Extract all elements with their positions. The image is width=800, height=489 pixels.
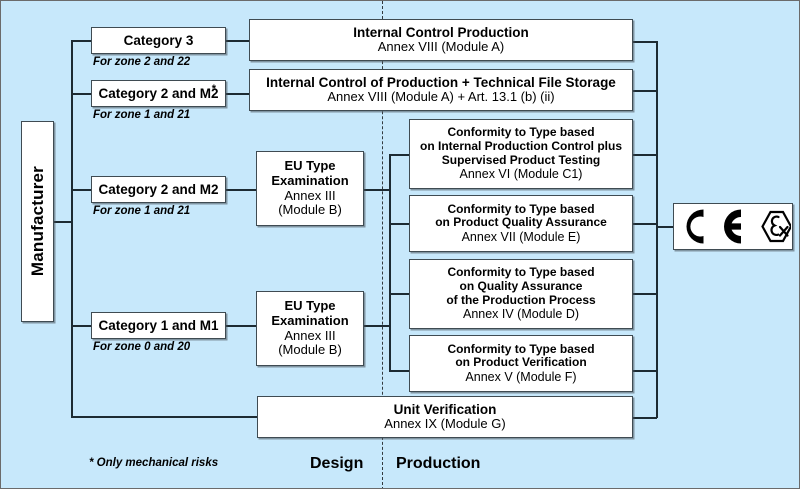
manufacturer-label: Manufacturer <box>27 166 47 277</box>
ce-ex-marking-box <box>673 203 793 250</box>
module-box-eu-type-examination-1: EU Type Examination Annex III (Module B) <box>256 151 364 226</box>
connector-category2-to-eutype1 <box>225 189 257 191</box>
zone-label-category-1-m1: For zone 0 and 20 <box>93 341 191 353</box>
zone-label-category-3: For zone 2 and 22 <box>93 56 191 68</box>
module-title-line3: of the Production Process <box>446 292 596 307</box>
category-box-category-3: Category 3 <box>91 27 226 54</box>
category-box-category-2-m2: Category 2 and M2 <box>91 176 226 203</box>
ce-ex-mark-icon <box>686 209 791 244</box>
module-title: Unit Verification <box>393 401 497 417</box>
module-box-conformity-module-d: Conformity to Type based on Quality Assu… <box>409 259 633 329</box>
module-annex-line1: Annex III <box>284 327 336 343</box>
category-label: Category 2 and M2 <box>98 85 219 101</box>
module-box-conformity-module-f: Conformity to Type based on Product Veri… <box>409 335 633 392</box>
footnote-mechanical-risks: * Only mechanical risks <box>89 457 219 469</box>
module-box-unit-verification: Unit Verification Annex IX (Module G) <box>257 396 633 438</box>
connector-icp-to-right-trunk <box>632 41 657 43</box>
category-box-category-2-m2-star: Category 2 and M2 * <box>91 80 226 107</box>
connector-split-to-conf3 <box>389 293 410 295</box>
module-title-line1: Conformity to Type based <box>447 265 595 280</box>
design-production-divider <box>382 1 383 488</box>
connector-category3-to-icp <box>225 40 250 42</box>
connector-category1-to-eutype2 <box>225 325 257 327</box>
module-title-line1: EU Type <box>284 157 336 173</box>
asterisk-marker: * <box>211 83 216 95</box>
module-annex: Annex VII (Module E) <box>461 230 581 245</box>
connector-right-trunk-to-ce-mark <box>656 226 674 228</box>
module-title-line2: on Internal Production Control plus <box>420 139 622 154</box>
module-title-line2: on Product Quality Assurance <box>435 215 607 230</box>
manufacturer-box: Manufacturer <box>21 121 54 322</box>
module-title: Internal Control of Production + Technic… <box>266 74 616 90</box>
connector-right-trunk <box>656 41 658 418</box>
design-phase-label: Design <box>310 455 364 472</box>
module-annex: Annex IV (Module D) <box>462 307 580 322</box>
module-annex: Annex VI (Module C1) <box>459 167 583 182</box>
category-label: Category 3 <box>123 32 194 48</box>
connector-conf3-to-right-trunk <box>632 293 657 295</box>
connector-split-to-conf4 <box>389 370 410 372</box>
connector-trunk-to-unit-verification <box>71 416 258 418</box>
connector-conf4-to-right-trunk <box>632 370 657 372</box>
connector-conf1-to-right-trunk <box>632 154 657 156</box>
connector-trunk-to-category-2-m2-star <box>71 93 92 95</box>
category-label: Category 1 and M1 <box>98 317 219 333</box>
connector-unitver-to-right-trunk <box>632 417 657 419</box>
module-title-line1: Conformity to Type based <box>447 341 595 356</box>
connector-trunk-to-category-2-m2 <box>71 189 92 191</box>
connector-manufacturer-to-trunk <box>53 221 73 223</box>
module-box-internal-control-production: Internal Control Production Annex VIII (… <box>249 19 633 61</box>
module-annex-line2: (Module B) <box>278 342 342 358</box>
connector-eutype1-split-vertical <box>389 154 391 324</box>
zone-label-category-2-m2-star: For zone 1 and 21 <box>93 109 191 121</box>
module-annex: Annex VIII (Module A) + Art. 13.1 (b) (i… <box>327 89 555 105</box>
module-box-internal-control-production-technical-file-storage: Internal Control of Production + Technic… <box>249 69 633 111</box>
module-title-line1: Conformity to Type based <box>447 125 595 140</box>
module-title: Internal Control Production <box>353 24 529 40</box>
module-title-line1: EU Type <box>284 297 336 313</box>
connector-eutype2-split-vertical <box>389 293 391 371</box>
connector-conf2-to-right-trunk <box>632 223 657 225</box>
connector-left-trunk <box>71 40 73 417</box>
module-annex: Annex V (Module F) <box>465 370 577 385</box>
category-box-category-1-m1: Category 1 and M1 <box>91 312 226 339</box>
connector-trunk-to-category-3 <box>71 40 92 42</box>
module-annex: Annex IX (Module G) <box>384 416 506 432</box>
module-title-line2: Examination <box>271 312 349 328</box>
module-annex-line1: Annex III <box>284 187 336 203</box>
zone-label-category-2-m2: For zone 1 and 21 <box>93 205 191 217</box>
production-phase-label: Production <box>396 455 481 472</box>
connector-split-to-conf1 <box>389 154 410 156</box>
connector-eutype2-out <box>363 325 390 327</box>
module-title-line2: on Product Verification <box>455 355 587 370</box>
connector-category2star-to-icptfs <box>225 93 250 95</box>
module-annex-line2: (Module B) <box>278 202 342 218</box>
connector-split-to-conf2 <box>389 223 410 225</box>
module-annex: Annex VIII (Module A) <box>377 39 505 55</box>
module-title-line2: on Quality Assurance <box>459 279 583 294</box>
connector-trunk-to-category-1-m1 <box>71 325 92 327</box>
module-title-line1: Conformity to Type based <box>447 201 595 216</box>
module-title-line3: Supervised Product Testing <box>441 152 601 167</box>
connector-icptfs-to-right-trunk <box>632 90 657 92</box>
module-box-conformity-module-c1: Conformity to Type based on Internal Pro… <box>409 119 633 189</box>
module-title-line2: Examination <box>271 172 349 188</box>
connector-eutype1-out <box>363 189 390 191</box>
category-label: Category 2 and M2 <box>98 181 219 197</box>
module-box-conformity-module-e: Conformity to Type based on Product Qual… <box>409 195 633 252</box>
module-box-eu-type-examination-2: EU Type Examination Annex III (Module B) <box>256 291 364 366</box>
